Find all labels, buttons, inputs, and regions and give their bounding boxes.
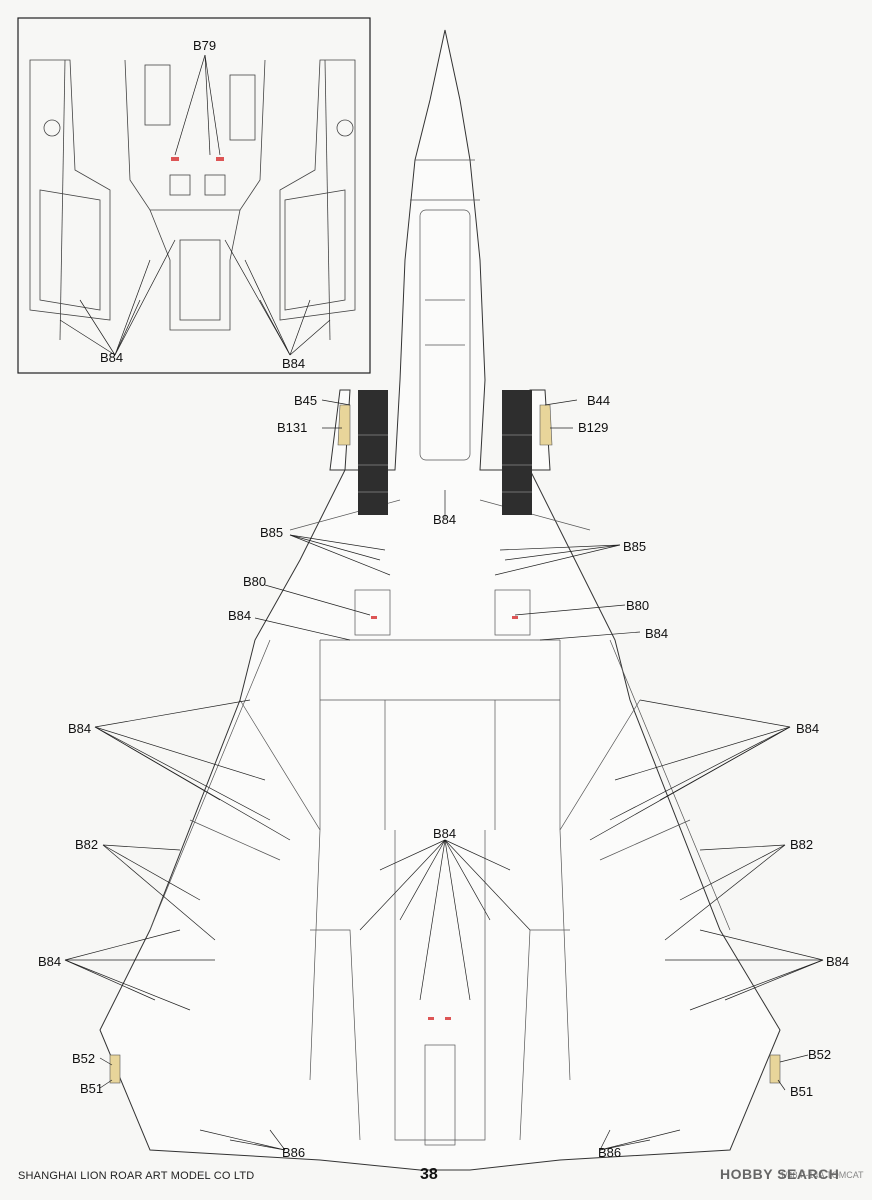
callout-b84-center: B84 <box>433 826 456 841</box>
callout-b131: B131 <box>277 420 307 435</box>
callout-b52-right: B52 <box>808 1047 831 1062</box>
inset-drawing <box>29 59 356 341</box>
inset-marker <box>216 157 224 161</box>
glove-panel-right <box>502 390 532 515</box>
callout-b84-left-low: B84 <box>38 954 61 969</box>
glove-panel-left <box>358 390 388 515</box>
inset-label-b84-right: B84 <box>282 356 305 371</box>
inset-label-b79: B79 <box>193 38 216 53</box>
inset-leaders <box>59 54 331 356</box>
footer-page-number: 38 <box>420 1166 438 1183</box>
callout-b44: B44 <box>587 393 610 408</box>
callout-b85-right: B85 <box>623 539 646 554</box>
inset-label-b84-left: B84 <box>100 350 123 365</box>
accent-tip-left <box>109 1054 121 1084</box>
callout-b86-right: B86 <box>598 1145 621 1160</box>
callout-b84-right-mid: B84 <box>645 626 668 641</box>
callout-b51-left: B51 <box>80 1081 103 1096</box>
callout-b82-left: B82 <box>75 837 98 852</box>
callout-leaders <box>64 399 824 1151</box>
callout-b84-center-top: B84 <box>433 512 456 527</box>
watermark: HOBBY SEARCH <box>720 1166 840 1182</box>
footer-company: SHANGHAI LION ROAR ART MODEL CO LTD <box>18 1170 255 1182</box>
aircraft-outline <box>99 29 781 1171</box>
callout-b82-right: B82 <box>790 837 813 852</box>
callout-b80-left: B80 <box>243 574 266 589</box>
callout-b84-left-wing: B84 <box>68 721 91 736</box>
callout-b85-left: B85 <box>260 525 283 540</box>
callout-b84-right-wing: B84 <box>796 721 819 736</box>
red-markers <box>371 616 518 1020</box>
accent-tip-right <box>769 1054 781 1084</box>
callout-b80-right: B80 <box>626 598 649 613</box>
callout-b129: B129 <box>578 420 608 435</box>
callout-b86-left: B86 <box>282 1145 305 1160</box>
accent-panel-left <box>337 404 351 446</box>
inset-frame <box>17 17 371 374</box>
footer-right-text: 1/48 F-14A TOMCAT <box>780 1170 864 1180</box>
callout-b51-right: B51 <box>790 1084 813 1099</box>
callout-b45: B45 <box>294 393 317 408</box>
callout-b84-left-mid: B84 <box>228 608 251 623</box>
inset-marker <box>171 157 179 161</box>
callout-b52-left: B52 <box>72 1051 95 1066</box>
accent-panel-right <box>539 404 553 446</box>
callout-b84-right-low: B84 <box>826 954 849 969</box>
